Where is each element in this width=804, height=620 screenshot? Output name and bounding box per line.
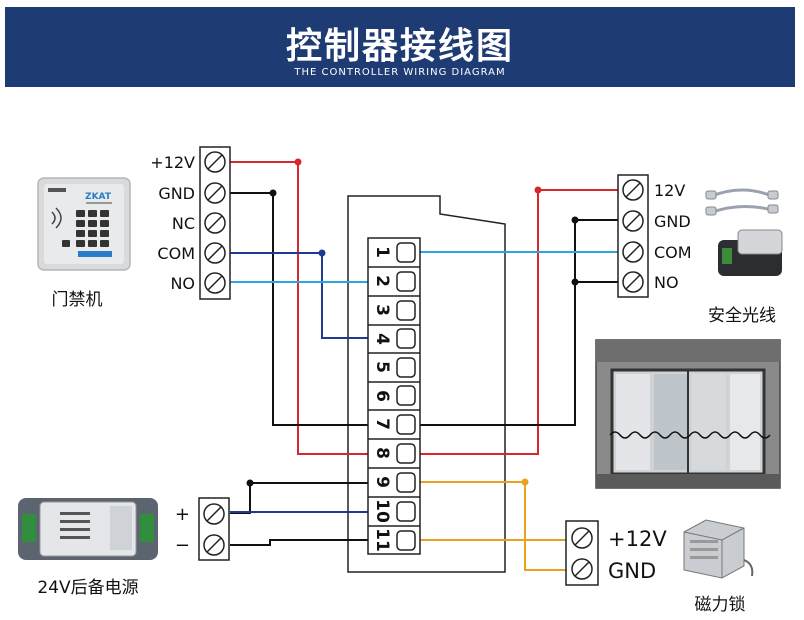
access-terminal-label: COM	[157, 244, 195, 263]
junction-dot	[269, 189, 277, 197]
controller-terminal-number: 1	[372, 246, 392, 258]
junction-dot	[571, 216, 579, 224]
glass-door-image	[595, 339, 781, 489]
controller-terminal-number: 7	[372, 418, 392, 430]
access-terminal-label: NO	[170, 274, 195, 293]
controller-terminal-number: 5	[372, 361, 392, 373]
access-terminal-screws	[204, 151, 226, 294]
controller-terminal-number: 3	[372, 304, 392, 316]
wire-red-12v	[230, 161, 618, 455]
junction-dot	[521, 478, 529, 486]
junction-dot	[318, 249, 326, 257]
safety-terminal-label: COM	[654, 243, 692, 262]
magnetic-lock-name: 磁力锁	[695, 595, 746, 615]
safety-terminal-label: GND	[654, 212, 691, 231]
wire-orange-lock-gnd	[420, 481, 568, 571]
magnetic-lock-icon	[683, 519, 754, 579]
controller-terminal-number: 4	[372, 333, 392, 345]
backup-terminal-screws	[203, 503, 225, 556]
access-terminal-label: +12V	[150, 153, 195, 172]
access-terminal-label: NC	[172, 214, 195, 233]
wire-black-gnd	[230, 192, 618, 426]
safety-terminal-screws	[622, 179, 644, 293]
diagram-subtitle: THE CONTROLLER WIRING DIAGRAM	[294, 67, 506, 78]
safety-terminal-label: 12V	[654, 181, 685, 200]
controller-terminal-number: 6	[372, 390, 392, 402]
junction-dot	[534, 186, 542, 194]
controller-housing	[347, 195, 506, 573]
access-control-name: 门禁机	[52, 290, 103, 310]
controller-terminal-number: 8	[372, 447, 392, 459]
safety-terminal-label: NO	[654, 273, 679, 292]
wire-black-backup-minus	[230, 539, 368, 546]
controller-terminal-block	[367, 237, 421, 555]
safety-sensor-icon	[705, 188, 783, 276]
junction-dot	[246, 479, 254, 487]
lock-terminal-label: +12V	[608, 527, 667, 551]
access-terminal-label: GND	[158, 184, 195, 203]
backup-power-icon	[18, 498, 158, 560]
title-banner: 控制器接线图 THE CONTROLLER WIRING DIAGRAM	[5, 7, 795, 87]
safety-beam-name: 安全光线	[708, 306, 776, 326]
lock-terminal-screws	[571, 527, 593, 580]
diagram-title: 控制器接线图	[285, 26, 514, 67]
junction-dot	[294, 158, 302, 166]
backup-terminal-label: −	[175, 535, 190, 556]
backup-terminal-label: +	[175, 504, 190, 525]
backup-power-name: 24V后备电源	[37, 578, 138, 598]
wire-darkblue-com	[230, 252, 368, 339]
controller-terminal-number: 11	[372, 528, 392, 552]
keypad-device-icon: ZKAT	[37, 177, 131, 271]
controller-terminal-number: 2	[372, 275, 392, 287]
keypad-brand: ZKAT	[85, 192, 112, 202]
controller-terminal-number: 9	[372, 476, 392, 488]
junction-dot	[571, 278, 579, 286]
lock-terminal-label: GND	[608, 559, 656, 583]
controller-terminal-number: 10	[372, 499, 392, 523]
